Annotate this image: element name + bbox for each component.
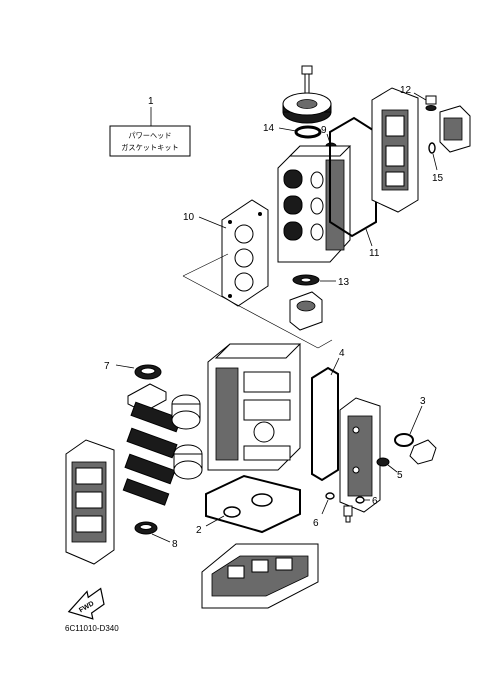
intake-manifold (65, 439, 115, 565)
part-9-seal: 9 (321, 125, 337, 150)
callout-number-7: 7 (104, 361, 110, 372)
callout-number-12: 12 (400, 85, 412, 96)
callout-number-8: 8 (172, 539, 178, 550)
assembly-guide-lines (182, 253, 333, 349)
cylinder-head (277, 145, 352, 263)
callout-number-14: 14 (263, 123, 275, 134)
part-4-gasket: 4 (311, 348, 345, 482)
kit-callout: 1 パワーヘッド ガスケットキット (109, 96, 191, 157)
callout-number-9: 9 (321, 125, 327, 136)
crankshaft-pistons (122, 383, 203, 506)
callout-number-4: 4 (339, 348, 345, 359)
part-8-oil-seal: 8 (134, 521, 178, 550)
part-12-fitting: 12 (400, 85, 437, 111)
anode-cover (409, 439, 437, 465)
callout-number-15: 15 (432, 173, 444, 184)
part-10-head-gasket: 10 (183, 199, 269, 307)
callout-number-6b: 6 (372, 496, 378, 507)
kit-label-line1: パワーヘッド (128, 131, 171, 140)
part-2-base-gasket: 2 (196, 474, 301, 536)
callout-number-13: 13 (338, 277, 350, 288)
callout-number-5: 5 (397, 470, 403, 481)
part-14-oring: 14 (263, 123, 322, 139)
cylinder-block (207, 343, 302, 471)
part-6-grommet-a: 6 (313, 492, 335, 529)
kit-label-box (109, 125, 191, 157)
head-cover (371, 87, 419, 213)
part-7-oil-seal: 7 (104, 361, 162, 380)
part-6-grommet-b: 6 (355, 496, 378, 507)
part-3-gasket: 3 (394, 396, 426, 447)
kit-label-line2: ガスケットキット (121, 143, 179, 152)
exhaust-cover (339, 397, 381, 513)
plug-bolt (343, 505, 353, 523)
callout-number-11: 11 (369, 248, 380, 259)
callout-number-3: 3 (420, 396, 426, 407)
part-5-grommet: 5 (376, 457, 403, 481)
diagram-code: 6C11010-D340 (65, 624, 119, 633)
part-11-cover-gasket: 11 (329, 116, 380, 259)
intake-elbow (289, 291, 323, 331)
part-15-oring: 15 (428, 142, 444, 184)
part-13-gasket: 13 (292, 274, 350, 288)
fwd-direction-arrow: FWD (67, 587, 105, 620)
callout-number-1: 1 (148, 96, 154, 107)
pulley-bolt (301, 65, 313, 97)
thermostat-cover (439, 105, 471, 153)
callout-number-6a: 6 (313, 518, 319, 529)
timing-pulley (282, 92, 332, 124)
callout-number-2: 2 (196, 525, 202, 536)
callout-number-10: 10 (183, 212, 195, 223)
lower-mount-plate (201, 543, 319, 609)
